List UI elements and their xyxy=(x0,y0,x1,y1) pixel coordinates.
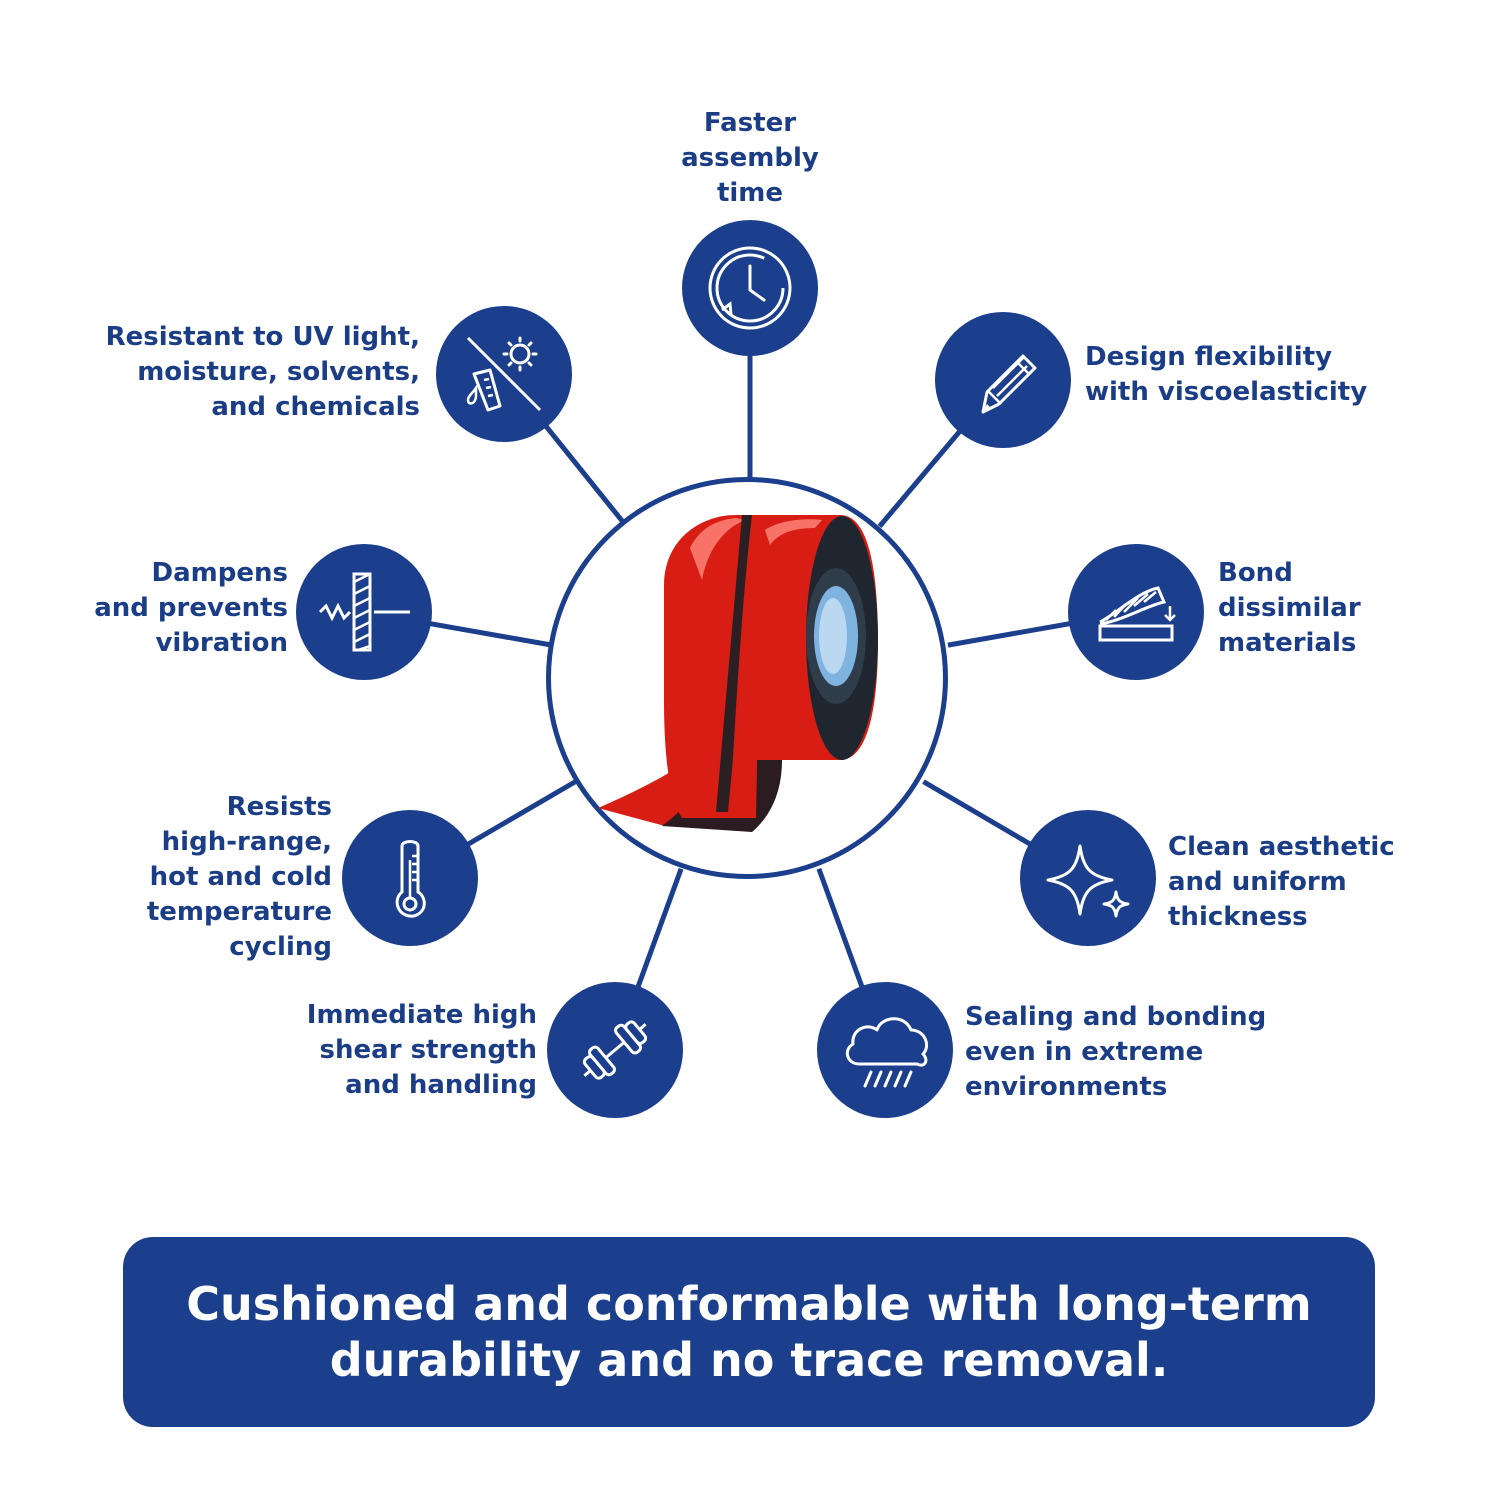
feature-circle-resistant-uv xyxy=(436,306,572,442)
feature-circle-faster-assembly xyxy=(682,220,818,356)
feature-label-shear-strength: Immediate high shear strength and handli… xyxy=(306,1000,537,1100)
feature-circle-design-flexibility xyxy=(935,312,1071,448)
uv-chemical-icon xyxy=(466,336,542,412)
feature-circle-bond-dissimilar xyxy=(1068,544,1204,680)
connector-shear-strength xyxy=(635,867,684,989)
feature-label-sealing-bonding: Sealing and bonding even in extreme envi… xyxy=(965,1002,1267,1102)
dumbbell-icon xyxy=(582,1020,648,1080)
feature-label-bond-dissimilar: Bond dissimilar materials xyxy=(1218,558,1361,658)
feature-label-faster-assembly: Faster assembly time xyxy=(681,108,819,208)
feature-label-dampens-vibration: Dampens and prevents vibration xyxy=(94,558,288,658)
bond-layers-icon xyxy=(1098,586,1176,642)
feature-label-resistant-uv: Resistant to UV light, moisture, solvent… xyxy=(105,322,420,422)
thermometer-icon xyxy=(395,840,426,918)
summary-banner: Cushioned and conformable with long-term… xyxy=(123,1237,1375,1427)
feature-circle-sealing-bonding xyxy=(817,982,953,1118)
feature-label-temperature-cycling: Resists high-range, hot and cold tempera… xyxy=(146,792,332,962)
clock-icon xyxy=(708,246,792,330)
connector-clean-aesthetic xyxy=(922,779,1033,847)
pencil-icon xyxy=(981,354,1037,414)
sparkle-icon xyxy=(1046,844,1130,918)
connector-dampens-vibration xyxy=(428,620,553,648)
connector-sealing-bonding xyxy=(816,867,865,989)
connector-resistant-uv xyxy=(543,423,627,525)
vibration-damper-icon xyxy=(318,572,410,652)
feature-label-design-flexibility: Design flexibility with viscoelasticity xyxy=(1085,342,1368,407)
feature-circle-shear-strength xyxy=(547,982,683,1118)
feature-circle-temperature-cycling xyxy=(342,810,478,946)
rain-cloud-icon xyxy=(845,1017,928,1088)
banner-text: Cushioned and conformable with long-term… xyxy=(186,1277,1312,1387)
connector-design-flexibility xyxy=(877,428,963,528)
feature-circle-dampens-vibration xyxy=(296,544,432,680)
connector-temperature-cycling xyxy=(465,778,578,847)
feature-label-clean-aesthetic: Clean aesthetic and uniform thickness xyxy=(1168,832,1395,932)
feature-circle-clean-aesthetic xyxy=(1020,810,1156,946)
connector-bond-dissimilar xyxy=(947,620,1072,648)
